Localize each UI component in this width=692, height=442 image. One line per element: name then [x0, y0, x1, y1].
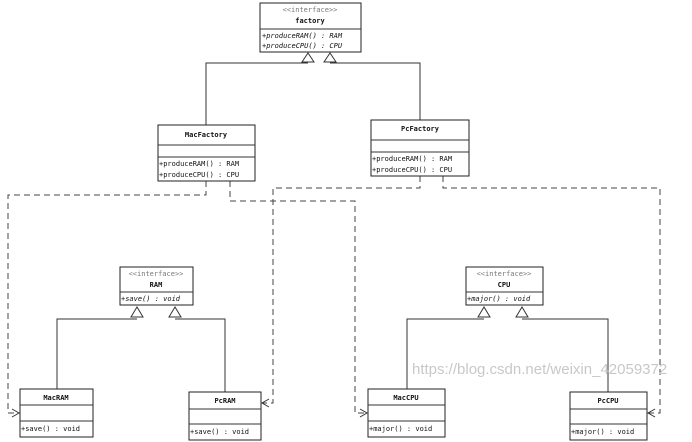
class-name: MacRAM [43, 394, 68, 402]
method: +major() : void [369, 425, 432, 433]
class-ram[interactable]: <<interface>> RAM +save() : void [119, 266, 194, 306]
stereotype: <<interface>> [129, 270, 184, 278]
method: +produceCPU() : CPU [262, 42, 343, 50]
generalization-factory [205, 52, 421, 125]
class-name: RAM [150, 281, 163, 289]
inheritance-triangle-icon [168, 306, 182, 318]
dependency-macfactory-macram [7, 181, 207, 414]
inheritance-triangle-icon [477, 306, 491, 318]
inheritance-triangle-icon [301, 52, 315, 63]
class-name: CPU [498, 281, 511, 289]
class-macfactory[interactable]: MacFactory +produceRAM() : RAM +produceC… [157, 124, 256, 182]
dependency-pcfactory-pcram [263, 176, 421, 404]
stereotype: <<interface>> [283, 6, 338, 14]
class-cpu[interactable]: <<interface>> CPU +major() : void [465, 266, 544, 306]
class-name: PcRAM [214, 397, 235, 405]
generalization-ram [56, 306, 226, 392]
class-name: MacFactory [185, 131, 228, 139]
class-maccpu[interactable]: MacCPU +major() : void [367, 388, 446, 438]
stereotype: <<interface>> [477, 270, 532, 278]
dependency-macfactory-maccpu [229, 181, 366, 414]
class-macram[interactable]: MacRAM +save() : void [19, 388, 94, 438]
class-factory[interactable]: <<interface>> factory +produceRAM() : RA… [259, 2, 362, 53]
class-pcram[interactable]: PcRAM +save() : void [188, 391, 262, 441]
arrow-icon [359, 408, 369, 418]
method: +produceRAM() : RAM [159, 160, 239, 168]
method: +produceCPU() : CPU [159, 171, 239, 179]
class-name: factory [295, 17, 325, 25]
dependencies [7, 176, 661, 418]
inheritance-triangle-icon [130, 306, 144, 318]
method: +major() : void [467, 295, 531, 303]
generalization-cpu [406, 306, 609, 392]
method: +major() : void [571, 428, 634, 436]
inheritance-triangle-icon [323, 52, 337, 63]
class-name: PcFactory [401, 125, 440, 133]
watermark: https://blog.csdn.net/weixin_42059372 [412, 361, 667, 378]
method: +produceRAM() : RAM [262, 32, 343, 40]
method: +save() : void [121, 295, 181, 303]
inheritance-triangle-icon [515, 306, 529, 318]
method: +produceCPU() : CPU [372, 166, 452, 174]
class-name: MacCPU [393, 394, 418, 402]
arrow-icon [11, 408, 21, 418]
arrow-icon [260, 398, 270, 408]
class-pccpu[interactable]: PcCPU +major() : void [569, 391, 648, 441]
class-pcfactory[interactable]: PcFactory +produceRAM() : RAM +produceCP… [370, 119, 470, 177]
class-name: PcCPU [597, 397, 618, 405]
method: +produceRAM() : RAM [372, 155, 452, 163]
method: +save() : void [21, 425, 80, 433]
arrow-icon [646, 408, 656, 418]
method: +save() : void [190, 428, 249, 436]
